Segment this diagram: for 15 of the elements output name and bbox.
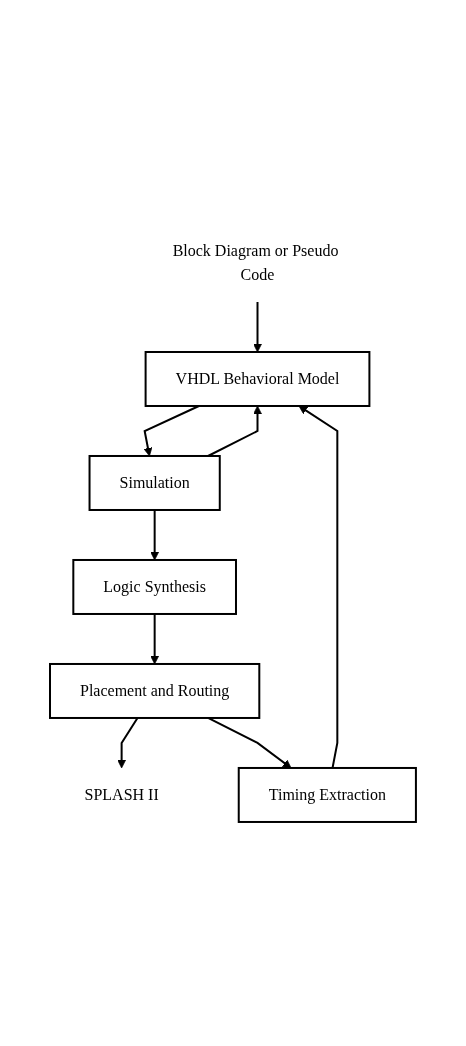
node-box: Simulation [88, 455, 221, 511]
arrow [117, 717, 139, 769]
node-box: Timing Extraction [237, 767, 417, 823]
arrow [207, 405, 262, 457]
arrow [207, 717, 292, 769]
node-box: VHDL Behavioral Model [144, 351, 371, 407]
arrow [298, 405, 339, 769]
arrow [253, 301, 262, 353]
node-text: SPLASH II [84, 785, 159, 803]
node-box: Placement and Routing [49, 663, 261, 719]
node-text: Block Diagram or Pseudo Code [172, 242, 339, 284]
node-box: Logic Synthesis [72, 559, 237, 615]
arrow [143, 405, 200, 457]
arrow [150, 509, 160, 561]
arrow [150, 613, 160, 665]
